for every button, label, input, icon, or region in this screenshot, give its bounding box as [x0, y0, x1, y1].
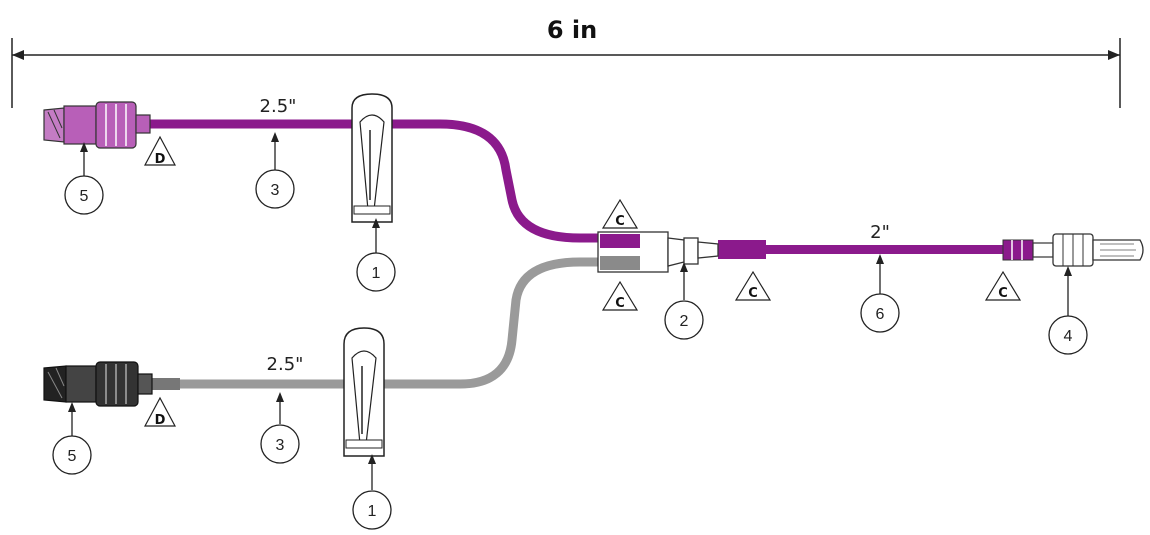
bond-marker-y-lower: C — [601, 280, 639, 311]
callout-needleless-upper: 5 — [64, 175, 104, 215]
male-luer-lock — [1002, 233, 1144, 267]
callout-male-luer: 4 — [1048, 315, 1088, 355]
svg-text:5: 5 — [68, 448, 77, 465]
callout-clamp-lower: 1 — [352, 490, 392, 530]
svg-text:C: C — [615, 296, 625, 311]
callout-tubing-lower: 3 — [260, 424, 300, 464]
upper-arm-length-label: 2.5" — [260, 96, 297, 117]
upper-slide-clamp — [351, 93, 393, 223]
callout-tubing-upper: 3 — [255, 169, 295, 209]
svg-text:4: 4 — [1064, 328, 1073, 345]
lower-tubing-end — [150, 378, 180, 390]
y-connector — [597, 231, 719, 273]
svg-text:6: 6 — [876, 306, 885, 323]
main-line-length-label: 2" — [870, 222, 890, 243]
svg-text:C: C — [998, 286, 1008, 301]
lower-needleless-connector — [43, 361, 153, 407]
bond-marker-y-outlet: C — [734, 270, 772, 301]
upper-tubing — [148, 119, 640, 243]
bond-marker-luer: C — [984, 270, 1022, 301]
upper-needleless-connector — [43, 101, 151, 149]
overall-length-label: 6 in — [547, 16, 597, 44]
main-tubing-sleeve — [718, 240, 766, 259]
lower-tubing — [178, 257, 640, 389]
callout-clamp-upper: 1 — [356, 252, 396, 292]
svg-text:3: 3 — [271, 182, 280, 199]
svg-text:2: 2 — [680, 313, 689, 330]
svg-text:C: C — [615, 214, 625, 229]
lower-slide-clamp — [343, 327, 385, 457]
svg-text:5: 5 — [80, 188, 89, 205]
svg-text:3: 3 — [276, 437, 285, 454]
svg-text:1: 1 — [368, 503, 377, 520]
bond-marker-lower-port: D — [143, 396, 177, 428]
svg-text:D: D — [155, 152, 166, 167]
lower-arm-length-label: 2.5" — [267, 354, 304, 375]
bond-marker-y-upper: C — [601, 198, 639, 229]
svg-text:1: 1 — [372, 265, 381, 282]
svg-text:D: D — [155, 413, 166, 428]
main-tubing — [700, 245, 1005, 254]
bond-marker-upper-port: D — [143, 135, 177, 167]
callout-needleless-lower: 5 — [52, 435, 92, 475]
svg-text:C: C — [748, 286, 758, 301]
callout-y-connector: 2 — [664, 300, 704, 340]
overall-dimension — [11, 38, 1121, 108]
callout-tubing-main: 6 — [860, 293, 900, 333]
